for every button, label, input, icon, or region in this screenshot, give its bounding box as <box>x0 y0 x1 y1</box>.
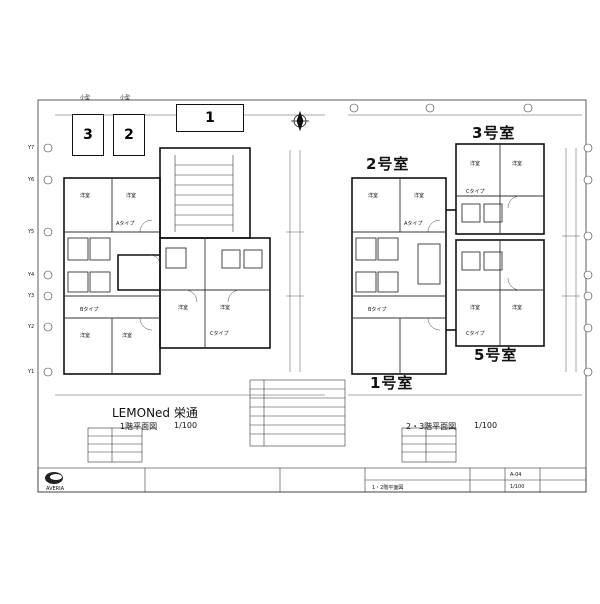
floor1-title: 1階平面図 <box>120 422 158 431</box>
floor23-scale: 1/100 <box>474 421 498 430</box>
floor23-title: 2・3階平面図 <box>406 422 457 431</box>
bedroom-label: 洋室 <box>220 305 231 311</box>
c-type-label: Cタイプ <box>466 331 485 337</box>
a-type-label: Aタイプ <box>116 221 135 227</box>
c-type-label: Cタイプ <box>466 189 485 195</box>
parking-size-label-2: 小型 <box>120 95 131 101</box>
bedroom-label: 洋室 <box>122 333 133 339</box>
building-name: LEMONed 栄通 <box>112 406 198 420</box>
sheet-number: A-04 <box>510 472 522 478</box>
bedroom-label: 洋室 <box>178 305 189 311</box>
sheet-scale: 1/100 <box>510 484 525 490</box>
parking-size-label-3: 小型 <box>80 95 91 101</box>
axis-label: Y3 <box>28 293 35 299</box>
parking-space-1: 1 <box>176 104 244 132</box>
bedroom-label: 洋室 <box>470 161 481 167</box>
bedroom-label: 洋室 <box>80 193 91 199</box>
axis-label: Y6 <box>28 177 35 183</box>
bedroom-label: 洋室 <box>126 193 137 199</box>
room-2-label: 2号室 <box>366 155 410 173</box>
company-logo-icon <box>45 472 63 484</box>
parking-space-2: 2 <box>113 114 145 156</box>
room-3-label: 3号室 <box>472 124 516 142</box>
axis-label: Y2 <box>28 324 35 330</box>
drawing-name: 1・2階平面図 <box>372 485 404 491</box>
bedroom-label: 洋室 <box>470 305 481 311</box>
axis-label: Y5 <box>28 229 35 235</box>
room-5-label: 5号室 <box>474 346 518 364</box>
bedroom-label: 洋室 <box>414 193 425 199</box>
bedroom-label: 洋室 <box>512 161 523 167</box>
b-type-label: Bタイプ <box>80 307 99 313</box>
bedroom-label: 洋室 <box>80 333 91 339</box>
a-type-label: Aタイプ <box>404 221 423 227</box>
c-type-label: Cタイプ <box>210 331 229 337</box>
b-type-label: Bタイプ <box>368 307 387 313</box>
bedroom-label: 洋室 <box>368 193 379 199</box>
north-arrow-icon <box>291 110 309 132</box>
axis-label: Y1 <box>28 369 35 375</box>
bedroom-label: 洋室 <box>512 305 523 311</box>
company-logo-text: AVERIA <box>46 486 65 492</box>
axis-label: Y7 <box>28 145 35 151</box>
parking-space-3: 3 <box>72 114 104 156</box>
floor1-scale: 1/100 <box>174 421 198 430</box>
room-1-label: 1号室 <box>370 374 414 392</box>
axis-label: Y4 <box>28 272 35 278</box>
